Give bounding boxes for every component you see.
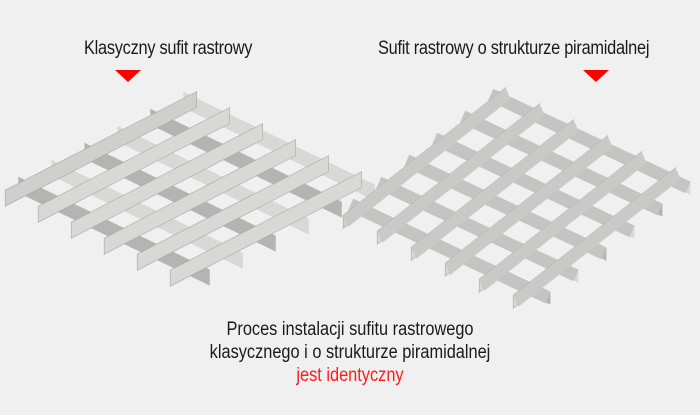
caption-line-1: Proces instalacji sufitu rastrowego <box>226 319 474 340</box>
caption-highlight: jest identyczny <box>296 365 404 386</box>
grid-crossbar-flange <box>513 167 681 307</box>
grid-crossbar <box>136 155 329 271</box>
grid-crossbar <box>103 139 296 255</box>
grid-crossbar <box>70 123 263 239</box>
grid-crossbar-flange <box>479 151 647 291</box>
grid-crossbar <box>4 91 197 207</box>
red-arrow-icon <box>115 70 141 82</box>
grid-crossbar-flange <box>343 87 511 227</box>
red-arrow-icon <box>583 70 609 82</box>
classic-ceiling-title: Klasyczny sufit rastrowy <box>84 38 253 59</box>
grid-crossbar-flange <box>377 103 545 243</box>
grid-crossbar-flange <box>445 135 613 275</box>
grid-bar <box>183 91 375 201</box>
pyramidal-ceiling-title: Sufit rastrowy o strukturze piramidalnej <box>378 38 650 59</box>
caption: Proces instalacji sufitu rastrowego klas… <box>0 318 700 387</box>
grid-crossbar-flange <box>411 119 579 259</box>
caption-line-2: klasycznego i o strukturze piramidalnej <box>209 342 491 363</box>
grid-crossbar <box>37 107 230 223</box>
grid-crossbar <box>169 171 362 287</box>
